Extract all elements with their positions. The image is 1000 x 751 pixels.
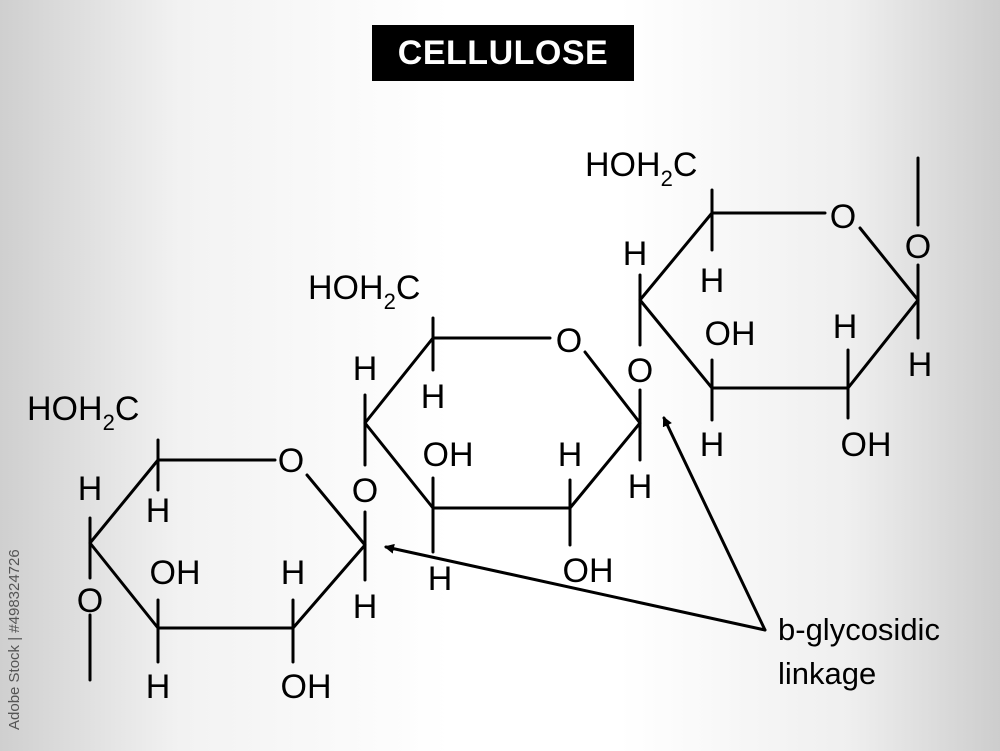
ring1-h-c1-down: H [353,588,378,626]
ring1-oxygen: O [278,442,304,480]
ring3-hoh2c: HOH2C [585,146,697,191]
ring3-h-c3-down: H [700,426,725,464]
arrow-to-linkage-2 [662,416,767,632]
ring2-oxygen: O [556,322,582,360]
ring1-h-c3-down: H [146,668,171,706]
linkage-oxygen-3: O [905,228,931,266]
ring2-h-c5-down: H [421,378,446,416]
stock-watermark: Adobe Stock | #498324726 [6,549,23,730]
ring2-h-c1-down: H [628,468,653,506]
ring2-h-c2-up: H [558,436,583,474]
ring3-h-c2-up: H [833,308,858,346]
ring3-oxygen: O [830,198,856,236]
arrow-to-linkage-1 [384,543,767,632]
title-box: CELLULOSE [372,25,634,81]
ring1-h-c5-down: H [146,492,171,530]
ring2-oh-c2: OH [563,552,614,590]
linkage-oxygen-2: O [627,352,653,390]
ring3-h-c4-up: H [623,235,648,273]
ring1-hoh2c: HOH2C [27,390,139,435]
ring1-o-link-left: O [77,582,103,620]
glucose-ring-2 [363,316,642,554]
ring2-oh-c3: OH [423,436,474,474]
glycosidic-arrows [384,416,767,632]
glucose-ring-3 [638,156,920,422]
annotation-line-2: linkage [778,656,876,691]
ring1-h-c4-up: H [78,470,103,508]
linkage-oxygen-1: O [352,472,378,510]
ring1-oh-c3: OH [150,554,201,592]
ring3-h-c1-down: H [908,346,933,384]
ring2-h-c3-down: H [428,560,453,598]
ring1-h-c2-up: H [281,554,306,592]
glucose-ring-1 [88,438,367,682]
ring3-oh-c2: OH [841,426,892,464]
ring3-oh-c3: OH [705,315,756,353]
page-title: CELLULOSE [397,33,609,72]
ring2-hoh2c: HOH2C [308,269,420,314]
annotation-line-1: b-glycosidic [778,612,940,647]
ring1-oh-c2: OH [281,668,332,706]
ring3-h-c5-down: H [700,262,725,300]
ring2-h-c4-up: H [353,350,378,388]
